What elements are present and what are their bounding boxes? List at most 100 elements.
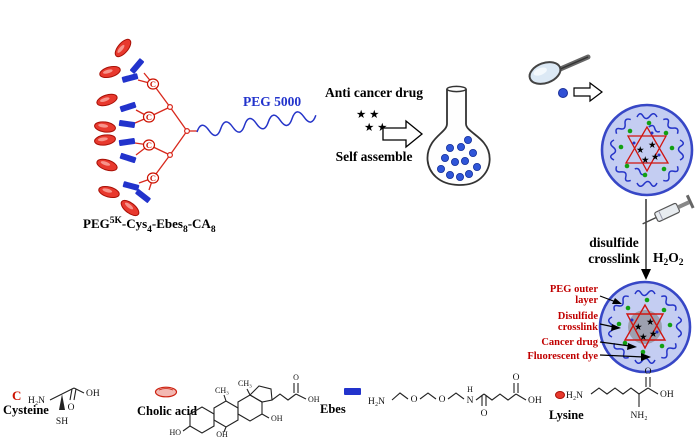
micelle-blue-dots (632, 131, 661, 157)
atom-label: OH (216, 430, 228, 439)
star-icon: ★ (649, 330, 658, 340)
cysteine-structure: H₂N OH O SH (28, 387, 100, 427)
drug-stars: ★ ★ ★ ★ (636, 141, 660, 166)
disulfide-label-line2: crosslink (588, 251, 640, 266)
arrowhead-icon (627, 343, 637, 350)
atom-label: H₂N (28, 396, 45, 406)
legend: C Cysteine H₂N OH O SH Cholic acid (3, 367, 674, 439)
cholic-acid-arm (120, 189, 151, 217)
atom-label: OH (86, 389, 100, 399)
annotation-fluorescent-dye: Fluorescent dye (527, 351, 598, 362)
star-icon: ★ (641, 156, 650, 166)
cholic-acid-icon (154, 386, 178, 398)
polymer-name: PEG5K-Cys4-Ebes8-CA8 (83, 216, 216, 235)
star-icon: ★ (639, 333, 648, 343)
ebes-icon (119, 101, 137, 113)
micelles-in-flask (436, 135, 481, 181)
annotation-peg-outer: PEG outer (550, 284, 598, 295)
anticancer-drug-label: Anti cancer drug (325, 85, 423, 100)
ebes-icon (121, 73, 139, 83)
atom-label: O (68, 403, 75, 413)
ebes-structure: H₂N O O H N O O OH (368, 373, 542, 419)
atom-label: O (513, 373, 520, 383)
ebes-name: Ebes (320, 402, 346, 416)
lysine-node-icons (167, 103, 191, 159)
peg-chain (196, 111, 317, 137)
drug-stars-row2: ★ ★ (364, 122, 388, 134)
atom-label: SH (56, 417, 68, 427)
annotation-peg-outer-2: layer (575, 295, 598, 306)
down-arrowhead-icon (641, 269, 651, 280)
legend-lysine: Lysine H₂N NH₂ O OH (549, 367, 674, 422)
atom-label: O (411, 395, 418, 405)
self-assemble-label: Self assemble (336, 149, 413, 164)
cysteine-name: Cysteine (3, 403, 49, 417)
atom-label: OH (271, 414, 283, 423)
lysine-icon (555, 391, 565, 399)
annotation-disulfide: Disulfide (558, 311, 599, 322)
legend-ebes: Ebes H₂N O O H N O O OH (320, 373, 542, 419)
picked-micelle-icon (558, 88, 568, 98)
self-assemble-arrow-icon (382, 119, 424, 149)
micelle-initial: ★ ★ ★ ★ (600, 103, 694, 197)
cysteine-symbol: C (12, 388, 21, 403)
ebes-icon (119, 152, 137, 164)
crosslink-network (623, 303, 667, 350)
peg-corona-waves (610, 113, 684, 187)
peg-label: PEG 5000 (243, 94, 301, 109)
h2o2-label: H2O2 (653, 250, 684, 268)
atom-label: HO (169, 428, 181, 437)
ebes-icon (122, 181, 140, 191)
micelle-annotations: PEG outer layer Disulfide crosslink Canc… (527, 284, 651, 362)
star-icon: ★ (636, 146, 645, 156)
legend-cholic-acid: Cholic acid CH₃ CH₃ HO OH OH O (137, 373, 320, 439)
star-icon: ★ (634, 323, 643, 333)
legend-cysteine: C Cysteine H₂N OH O SH (3, 387, 100, 427)
atom-label: CH₃ (215, 386, 229, 395)
cysteine-symbol: C (150, 79, 156, 89)
cysteine-node-icons: C C C C (142, 78, 160, 184)
lysine-structure: H₂N NH₂ O OH (566, 367, 674, 421)
atom-label: O (481, 409, 488, 419)
arrowhead-icon (641, 353, 651, 361)
arrowhead-icon (612, 298, 622, 304)
polymer-structure: C C C C PEG 5000 PEG5K-Cys4-Ebes8-CA8 (83, 38, 317, 235)
disulfide-label-line1: disulfide (589, 235, 639, 250)
atom-label: H (467, 385, 473, 394)
star-icon: ★ (648, 141, 657, 151)
cholic-acid-arm (99, 65, 139, 83)
atom-label: O (645, 367, 652, 377)
atom-label: O (439, 395, 446, 405)
zoom-arrow-icon (573, 81, 603, 103)
cholic-acid-arm (94, 120, 136, 133)
crosslink-step: disulfide crosslink H2O2 (588, 194, 695, 280)
flask-icon (426, 85, 491, 186)
atom-label: OH (660, 390, 674, 400)
star-icon: ★ (646, 318, 655, 328)
annotation-disulfide-2: crosslink (558, 322, 598, 333)
ebes-icon (135, 189, 151, 203)
atom-label: H₂N (368, 397, 385, 407)
cholic-acid-structure: CH₃ CH₃ HO OH OH O OH (169, 373, 319, 439)
magnifier-icon (528, 54, 591, 85)
annotation-cancer-drug: Cancer drug (541, 337, 598, 348)
atom-label: NH₂ (630, 411, 647, 421)
assembly-step: Anti cancer drug ★ ★ ★ ★ Self assemble (325, 85, 423, 164)
ebes-icon (118, 138, 136, 146)
atom-label: OH (308, 395, 320, 404)
cysteine-symbol: C (146, 140, 152, 150)
syringe-icon (642, 194, 695, 225)
cholic-acid-arm (94, 134, 136, 146)
micelle-blue-dots (630, 318, 659, 334)
atom-label: O (293, 373, 299, 382)
cholic-acid-arm (96, 93, 137, 113)
drug-stars: ★ ★ ★ ★ (634, 318, 658, 343)
cysteine-symbol: C (146, 112, 152, 122)
cysteine-symbol: C (150, 173, 156, 183)
arrowhead-icon (611, 324, 621, 331)
cholic-acid-arm (96, 152, 137, 172)
cholic-acid-arm (98, 181, 140, 199)
ebes-icon (118, 120, 136, 128)
ebes-icon (129, 58, 145, 74)
